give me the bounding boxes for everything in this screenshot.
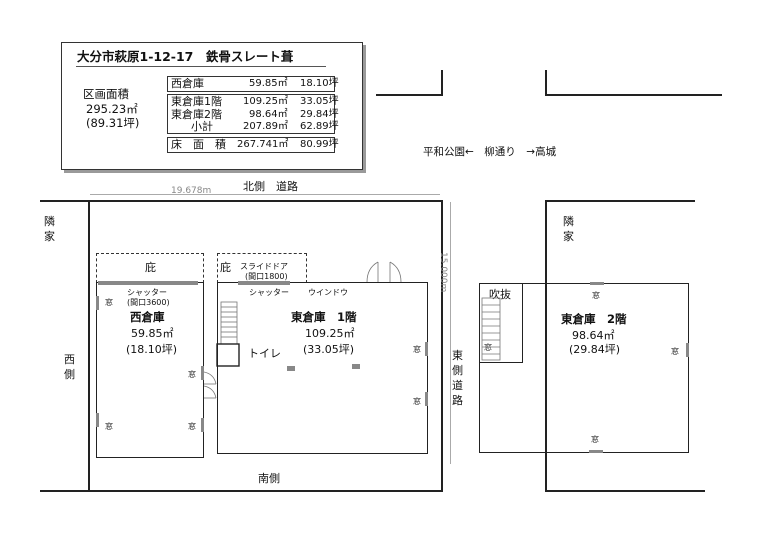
east-window-label: ウインドウ	[308, 288, 348, 297]
west-window-4	[201, 418, 204, 432]
neighbor-left-1: 隣家	[44, 215, 55, 243]
title-underline	[76, 66, 326, 67]
street-top-right-v	[545, 70, 547, 96]
stairs-2f	[481, 297, 501, 361]
row-west-name: 西倉庫	[171, 77, 204, 90]
east-canopy-label: 庇	[220, 261, 231, 274]
info-panel	[61, 42, 363, 170]
lot-area-value: 295.23㎡	[86, 102, 138, 116]
lot-bottom-line	[40, 490, 443, 492]
row-east1-name: 東倉庫1階	[171, 95, 222, 108]
stairs-1f	[220, 301, 238, 345]
west-window-3	[201, 366, 204, 380]
east-2f-tsubo: (29.84坪)	[569, 343, 621, 356]
toilet-box	[216, 343, 240, 367]
east-2f-window-bottom-label: 窓	[591, 435, 599, 444]
void-label: 吹抜	[489, 288, 511, 301]
row-floor-tsubo: 80.99坪	[300, 139, 339, 150]
east-warehouse-1f	[217, 282, 428, 454]
row-east1-tsubo: 33.05坪	[300, 96, 339, 107]
west-window-3-label: 窓	[188, 370, 196, 379]
east-2f-window-top-label: 窓	[592, 291, 600, 300]
west-window-1	[96, 296, 99, 310]
east-window-2-label: 窓	[413, 397, 421, 406]
row-subtotal-name: 小計	[191, 120, 213, 133]
slide-door-label: スライドドア	[240, 262, 288, 271]
east-2f-area: 98.64㎡	[572, 329, 615, 342]
west-window-4-label: 窓	[188, 422, 196, 431]
east-warehouse-2f	[479, 283, 689, 453]
west-window-1-label: 窓	[105, 298, 113, 307]
east-2f-window-right-label: 窓	[671, 347, 679, 356]
east-1f-name: 東倉庫 1階	[291, 310, 357, 324]
row-west-box	[167, 76, 335, 92]
street-top-right-h	[545, 94, 722, 96]
lot-right-line	[441, 200, 443, 492]
east-post-2	[352, 364, 360, 369]
east-2f-name: 東倉庫 2階	[561, 312, 627, 326]
row-west-m2: 59.85㎡	[249, 78, 288, 89]
row-east1-m2: 109.25㎡	[243, 96, 288, 107]
east-2f-window-left-label: 窓	[484, 343, 492, 352]
east-1f-area: 109.25㎡	[305, 327, 355, 340]
north-road-label: 北側 道路	[243, 180, 298, 193]
void-area	[479, 283, 523, 363]
slide-door-width: (間口1800)	[245, 272, 288, 281]
east-window-1-label: 窓	[413, 345, 421, 354]
west-shutter-bar	[98, 281, 198, 285]
east-window-2	[425, 392, 428, 406]
lot-top-line	[88, 200, 443, 202]
width-dimension: 19.678m	[171, 186, 212, 196]
west-warehouse-area: 59.85㎡	[131, 327, 174, 340]
row-subtotal-tsubo: 62.89坪	[300, 121, 339, 132]
street-right-v	[545, 200, 547, 492]
east-2f-window-right	[686, 343, 689, 357]
neighbor-right: 隣家	[563, 215, 574, 243]
row-floor-m2: 267.741㎡	[237, 139, 289, 150]
east-window-1	[425, 342, 428, 356]
west-shutter-label: シャッター	[127, 288, 167, 297]
row-east2-m2: 98.64㎡	[249, 109, 288, 120]
west-shutter-width: (間口3600)	[127, 298, 170, 307]
door-swing	[203, 371, 217, 399]
west-window-2-label: 窓	[105, 422, 113, 431]
street-right-bottom	[545, 490, 705, 492]
lot-left-line	[88, 200, 90, 492]
depth-dimension-line	[450, 202, 451, 464]
row-west-tsubo: 18.10坪	[300, 78, 339, 89]
east-shutter-bar	[238, 281, 290, 285]
street-directions: 平和公園← 柳通り →高城	[423, 146, 557, 158]
east-1f-tsubo: (33.05坪)	[303, 343, 355, 356]
west-warehouse-name: 西倉庫	[130, 310, 165, 324]
row-east2-tsubo: 29.84坪	[300, 109, 339, 120]
row-floor-name: 床 面 積	[171, 138, 226, 151]
property-title: 大分市萩原1-12-17 鉄骨スレート葺	[77, 49, 294, 64]
neighbor-left-line	[40, 200, 90, 202]
row-floor-box	[167, 137, 335, 153]
west-canopy-label: 庇	[145, 261, 156, 274]
east-2f-window-top	[590, 282, 604, 285]
east-post-1	[287, 366, 295, 371]
west-warehouse-tsubo: (18.10坪)	[126, 343, 178, 356]
lot-area-tsubo: (89.31坪)	[86, 116, 140, 130]
row-east-box	[167, 94, 335, 134]
toilet-label: トイレ	[248, 347, 281, 360]
south-road-label: 南側	[258, 472, 280, 485]
street-top-left-h	[376, 94, 443, 96]
street-right-h	[545, 200, 695, 202]
double-door-top	[366, 261, 402, 283]
lot-area-label: 区画面積	[83, 87, 129, 101]
east-shutter-label: シャッター	[249, 288, 289, 297]
east-2f-window-bottom	[589, 450, 603, 453]
row-east2-name: 東倉庫2階	[171, 108, 222, 121]
row-subtotal-m2: 207.89㎡	[243, 121, 288, 132]
width-dimension-line	[90, 194, 440, 195]
street-top-left-v	[441, 70, 443, 96]
west-road-label: 西側	[64, 353, 75, 381]
west-window-2	[96, 413, 99, 427]
